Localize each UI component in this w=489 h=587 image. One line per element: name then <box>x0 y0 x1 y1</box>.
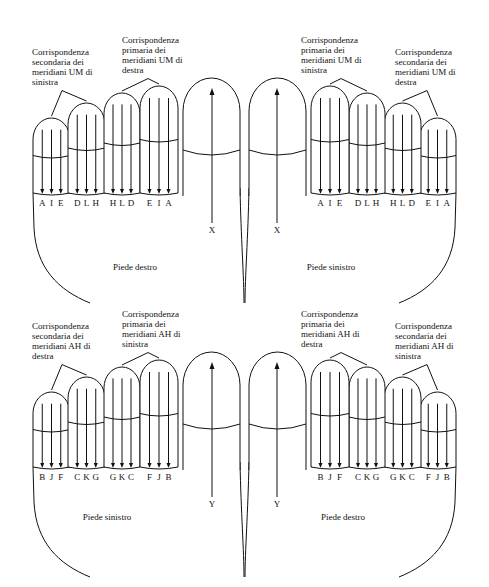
meridian-letter: B <box>317 473 323 483</box>
meridian-letter: I <box>436 199 439 209</box>
meridian-letter: C <box>355 473 361 483</box>
meridian-letter: D <box>128 199 135 209</box>
meridian-letter: H <box>93 199 100 209</box>
meridian-letter: A <box>165 199 172 209</box>
meridian-letter: X <box>209 226 216 236</box>
meridian-letter: B <box>39 473 45 483</box>
callout-text: Corrispondenza primaria dei meridiani AH… <box>301 310 367 350</box>
meridian-letter: B <box>444 473 450 483</box>
foot-name: Piede destro <box>113 263 157 273</box>
meridian-letter: H <box>110 199 117 209</box>
foot-drawing <box>28 352 243 577</box>
meridian-letter: L <box>400 199 406 209</box>
meridian-letter: H <box>390 199 397 209</box>
meridian-letter: J <box>157 473 161 483</box>
meridian-letter: I <box>158 199 161 209</box>
meridian-letter: J <box>50 473 54 483</box>
meridian-letter: K <box>399 473 406 483</box>
leader-line <box>330 79 341 84</box>
meridian-letter: G <box>373 473 380 483</box>
meridian-letter: B <box>165 473 171 483</box>
meridian-letter: K <box>119 473 126 483</box>
meridian-letter: A <box>444 199 451 209</box>
callout-text: Corrispondenza secondaria dei meridiani … <box>395 48 457 88</box>
callout-text: Corrispondenza secondaria dei meridiani … <box>32 322 94 362</box>
meridian-letter: C <box>128 473 134 483</box>
leader-line <box>62 91 87 101</box>
meridian-letter: F <box>426 473 431 483</box>
meridian-letter: Y <box>209 500 216 510</box>
meridian-letter: F <box>58 473 63 483</box>
leader-line <box>341 353 367 365</box>
meridian-letter: X <box>274 226 281 236</box>
leader-line <box>330 353 341 358</box>
meridian-letter: E <box>58 199 64 209</box>
foot-name: Piede destro <box>321 513 365 523</box>
meridian-letter: A <box>39 199 46 209</box>
leader-line <box>341 79 367 91</box>
meridian-letter: G <box>110 473 117 483</box>
meridian-letter: F <box>337 473 342 483</box>
meridian-letter: D <box>355 199 362 209</box>
leader-line <box>122 79 148 91</box>
meridian-letter: H <box>373 199 380 209</box>
foot-outline: Piede destro <box>28 78 243 303</box>
meridian-letter: D <box>74 199 81 209</box>
callout-text: Corrispondenza secondaria dei meridiani … <box>395 322 457 362</box>
meridian-letter: J <box>328 473 332 483</box>
leader-line <box>52 365 63 390</box>
callout-text: Corrispondenza primaria dei meridiani AH… <box>122 310 188 350</box>
leader-line <box>148 353 159 358</box>
meridian-letter: A <box>317 199 324 209</box>
leader-line <box>148 79 159 84</box>
leader-line <box>403 91 428 101</box>
leader-line <box>427 365 438 390</box>
meridian-letter: E <box>147 199 153 209</box>
meridian-letter: C <box>74 473 80 483</box>
foot-drawing <box>246 352 461 577</box>
meridian-letter: I <box>50 199 53 209</box>
meridian-letter: L <box>119 199 125 209</box>
leader-line <box>62 365 87 375</box>
meridian-letter: L <box>364 199 370 209</box>
leader-line <box>427 91 438 116</box>
meridian-letter: G <box>93 473 100 483</box>
callout-text: Corrispondenza primaria dei meridiani UM… <box>301 36 367 76</box>
foot-outline: Piede sinistro <box>246 78 461 303</box>
meridian-letter: G <box>390 473 397 483</box>
meridian-letter: K <box>83 473 90 483</box>
meridian-letter: L <box>84 199 90 209</box>
foot-name: Piede sinistro <box>307 263 356 273</box>
meridian-letter: E <box>337 199 343 209</box>
callout-text: Corrispondenza primaria dei meridiani UM… <box>122 36 188 76</box>
meridian-letter: I <box>329 199 332 209</box>
callout-text: Corrispondenza secondaria dei meridiani … <box>32 48 94 88</box>
leader-line <box>52 91 63 116</box>
leader-line <box>122 353 148 365</box>
meridian-letter: E <box>426 199 432 209</box>
foot-outline: Piede sinistro <box>28 352 243 577</box>
meridian-letter: F <box>147 473 152 483</box>
meridian-letter: J <box>436 473 440 483</box>
leader-line <box>403 365 428 375</box>
foot-outline: Piede destro <box>246 352 461 577</box>
meridian-letter: C <box>409 473 415 483</box>
meridian-letter: K <box>364 473 371 483</box>
meridian-letter: D <box>409 199 416 209</box>
foot-name: Piede sinistro <box>83 513 132 523</box>
meridian-letter: Y <box>274 500 281 510</box>
